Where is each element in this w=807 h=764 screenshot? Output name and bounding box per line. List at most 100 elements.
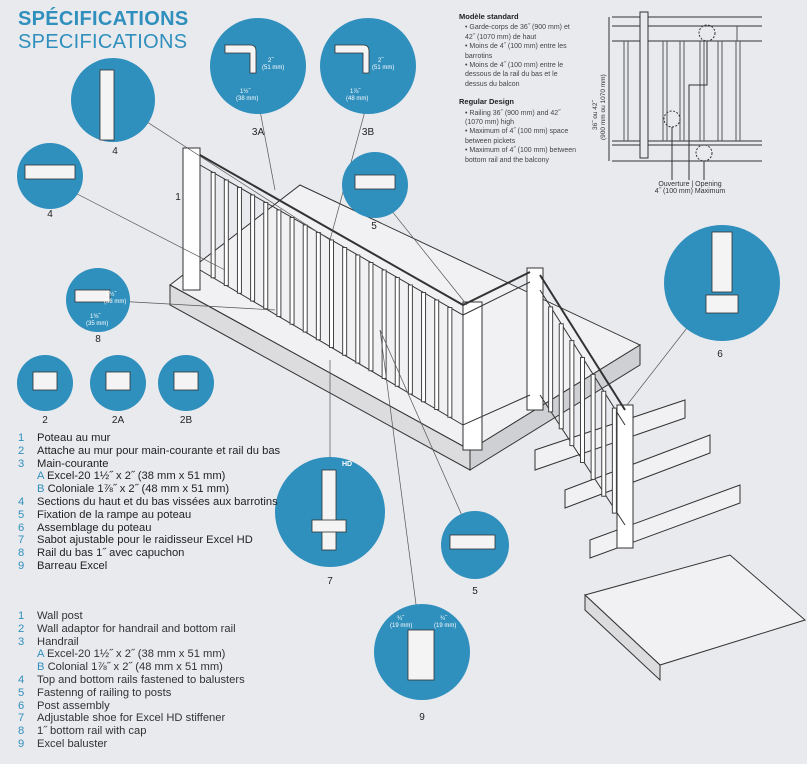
- legend-text: Sabot ajustable pour le raidisseur Excel…: [37, 534, 253, 547]
- spec-en-item: Railing 36˝ (900 mm) and 42˝ (1070 mm) h…: [465, 109, 579, 128]
- legend-number: 7: [18, 712, 25, 725]
- legend-number: 9: [18, 737, 25, 750]
- legend-number: 1: [18, 432, 25, 444]
- callout-8: 8: [95, 334, 101, 345]
- spec-en-list: Railing 36˝ (900 mm) and 42˝ (1070 mm) h…: [459, 109, 579, 165]
- balusters: [210, 172, 617, 514]
- legend-number: 8: [18, 547, 25, 560]
- legend-item: 8 1˝ bottom rail with cap: [18, 725, 245, 738]
- spec-notes: Modèle standard Garde-corps de 36˝ (900 …: [459, 12, 579, 173]
- opening-label-2: 4˝ (100 mm) Maximum: [655, 187, 726, 195]
- dim-8-width-mm: (35 mm): [86, 321, 108, 327]
- legend-sub-text: Excel-20 1½˝ x 2˝ (38 mm x 51 mm): [46, 648, 226, 661]
- legend-number: 4: [18, 495, 25, 508]
- legend-number: 9: [18, 559, 25, 572]
- baluster: [302, 224, 308, 333]
- legend-text: Rail du bas 1˝ avec capuchon: [37, 547, 185, 560]
- spec-fr-list: Garde-corps de 36˝ (900 mm) et 42˝ (1070…: [459, 23, 579, 89]
- legend-sub-key: B: [37, 483, 45, 496]
- spec-fr-item: Garde-corps de 36˝ (900 mm) et 42˝ (1070…: [465, 23, 579, 42]
- baluster: [368, 262, 374, 372]
- railing: [182, 147, 634, 549]
- baluster: [434, 299, 440, 410]
- dim-3a-height: 2˝: [268, 58, 274, 64]
- legend-number: 2: [18, 444, 25, 457]
- baluster: [394, 277, 400, 387]
- legend-number: 7: [18, 534, 25, 547]
- callout-4-left: 4: [47, 209, 53, 220]
- legend-item: 9 Excel baluster: [18, 738, 245, 751]
- legend-number: 8: [18, 725, 25, 738]
- elevation-height-label: 36˝ ou 42˝: [591, 100, 599, 130]
- spec-en-heading: Regular Design: [459, 97, 515, 107]
- detail-3a: [210, 18, 306, 114]
- callout-3a: 3A: [251, 127, 265, 138]
- legend-item: 4 Sections du haut et du bas vissées aux …: [18, 496, 280, 509]
- detail-parts: [24, 44, 739, 681]
- baluster: [407, 284, 413, 395]
- baluster: [315, 232, 321, 341]
- legend-text: Main-courante: [37, 457, 109, 470]
- elevation-drawing: [608, 11, 762, 180]
- baluster: [601, 390, 607, 497]
- baluster: [236, 187, 242, 294]
- legend-text: Sections du haut et du bas vissées aux b…: [37, 495, 278, 508]
- legend-text: Top and bottom rails fastened to baluste…: [37, 673, 245, 686]
- dim-3b-height-mm: (51 mm): [372, 65, 394, 71]
- callout-1: 1: [175, 192, 181, 203]
- legend-number: 3: [18, 457, 25, 470]
- baluster: [580, 357, 585, 463]
- baluster: [421, 292, 427, 403]
- title-french: SPÉCIFICATIONS: [18, 8, 189, 30]
- legend-number: 1: [18, 610, 25, 622]
- callout-2b: 2B: [179, 415, 193, 426]
- callout-9: 9: [419, 712, 425, 723]
- baluster: [611, 407, 617, 514]
- legend-sub-text: Coloniale 1⅞˝ x 2˝ (48 mm x 51 mm): [47, 483, 230, 496]
- dim-3b-width: 1⅞˝: [350, 89, 361, 95]
- dim-3b-height: 2˝: [378, 58, 384, 64]
- dim-9-b: ¾˝: [440, 616, 448, 622]
- legend-number: 2: [18, 622, 25, 635]
- legend-text: 1˝ bottom rail with cap: [37, 725, 147, 738]
- legend-item: 3 Handrail: [18, 636, 245, 649]
- elevation-height-mm: (900 mm ou 1070 mm): [600, 74, 607, 140]
- hd-label: HD: [342, 461, 352, 468]
- deck-structure: [169, 184, 807, 682]
- spec-en-item: Maximum of 4˝ (100 mm) between bottom ra…: [465, 146, 579, 165]
- opening-label-1: Ouverture | Opening: [658, 181, 721, 188]
- dim-3a-height-mm: (51 mm): [262, 65, 284, 71]
- legend-text: Assemblage du poteau: [37, 521, 152, 534]
- dim-8-height-mm: (38 mm): [104, 299, 126, 305]
- baluster: [210, 172, 216, 279]
- callout-6: 6: [717, 349, 723, 360]
- baluster: [250, 194, 256, 302]
- baluster: [263, 202, 269, 310]
- legend-text: Excel baluster: [37, 737, 108, 750]
- legend-item: 2 Wall adaptor for handrail and bottom ra…: [18, 623, 245, 636]
- legend-text: Poteau au mur: [37, 432, 111, 444]
- dim-8-height: 1½˝: [106, 291, 117, 298]
- dim-9-b-mm: (19 mm): [434, 623, 456, 629]
- legend-text: Handrail: [37, 635, 79, 648]
- baluster: [355, 254, 361, 364]
- dim-3a-width: 1½˝: [240, 88, 251, 95]
- spec-fr-heading: Modèle standard: [459, 12, 519, 21]
- baluster: [548, 306, 554, 413]
- baluster: [590, 373, 596, 480]
- legend-sub-key: A: [37, 470, 44, 483]
- legend-text: Wall adaptor for handrail and bottom rai…: [37, 622, 236, 635]
- legend-number: 3: [18, 635, 25, 648]
- legend-subitem: B Coloniale 1⅞˝ x 2˝ (48 mm x 51 mm): [18, 483, 280, 496]
- callout-5-top: 5: [371, 221, 377, 232]
